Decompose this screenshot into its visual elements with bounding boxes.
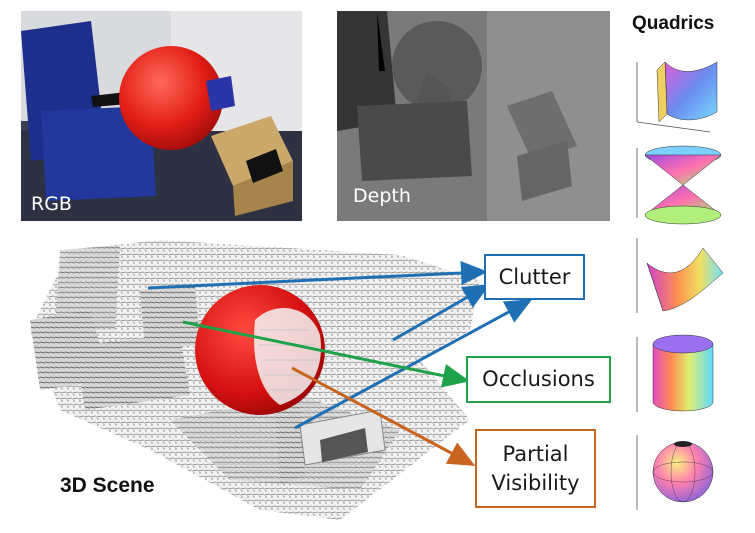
rgb-image: RGB bbox=[21, 11, 302, 221]
scene-label: 3D Scene bbox=[60, 474, 155, 497]
depth-label: Depth bbox=[353, 185, 411, 207]
quadric-cylinder bbox=[625, 332, 733, 422]
quadric-sphere bbox=[625, 430, 733, 520]
quadric-cylindrical-sheet bbox=[625, 52, 733, 137]
quadrics-title: Quadrics bbox=[632, 13, 715, 34]
clutter-callout: Clutter bbox=[484, 254, 585, 300]
clutter-arrow-1 bbox=[147, 261, 488, 290]
partial-label-line1: Partial bbox=[502, 442, 569, 467]
clutter-arrow-2 bbox=[392, 284, 491, 342]
point-cloud-scene bbox=[30, 240, 533, 520]
clutter-arrow-3 bbox=[294, 299, 533, 430]
occlusions-label: Occlusions bbox=[482, 367, 595, 392]
depth-image: Depth bbox=[337, 11, 610, 221]
quadric-hyperbolic-paraboloid bbox=[625, 233, 733, 323]
quadric-double-cone bbox=[625, 143, 733, 228]
occlusions-arrow bbox=[182, 320, 470, 388]
occlusions-callout: Occlusions bbox=[466, 356, 611, 403]
clutter-label: Clutter bbox=[498, 264, 571, 289]
rgb-label: RGB bbox=[31, 193, 72, 215]
partial-label-line2: Visibility bbox=[491, 470, 580, 495]
partial-visibility-arrow bbox=[291, 366, 476, 466]
partial-visibility-callout: Partial Visibility bbox=[475, 429, 596, 508]
